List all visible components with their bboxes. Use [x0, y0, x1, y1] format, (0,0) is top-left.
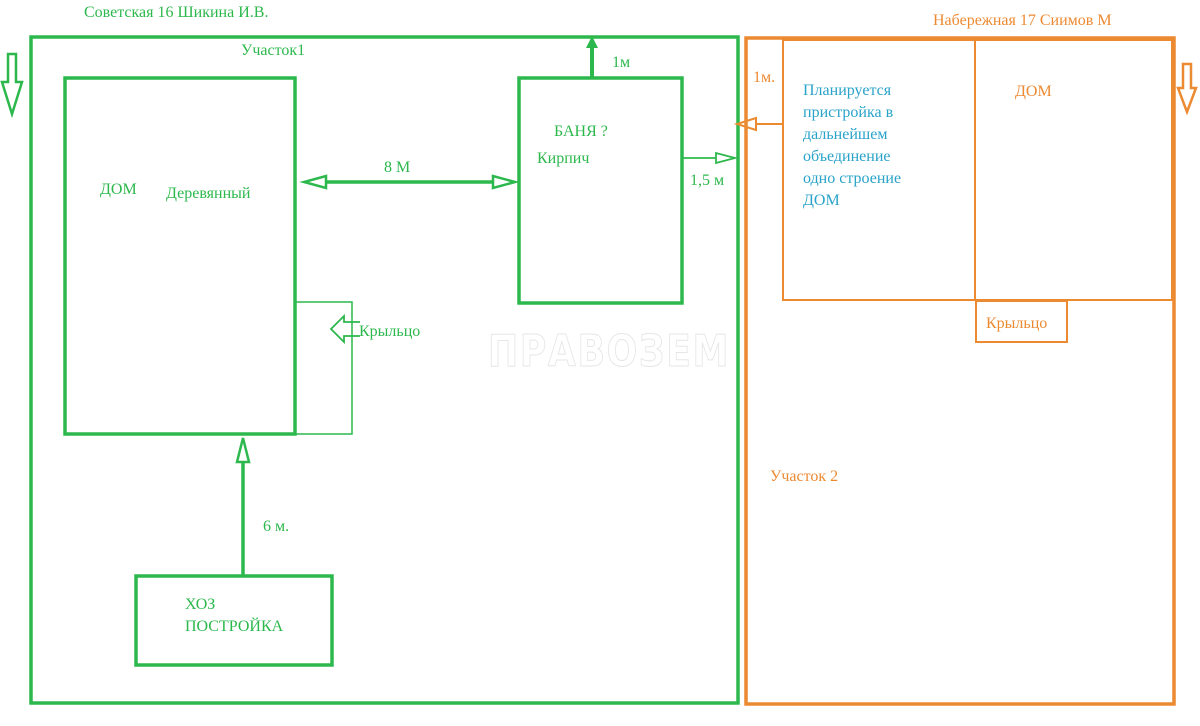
- dimension-outbuilding-house: [235, 437, 251, 576]
- note-line: ДОМ: [803, 192, 840, 209]
- plot1-house: [63, 76, 297, 436]
- plot1-house-label: ДОМ: [100, 181, 137, 198]
- plot1-border: [29, 35, 740, 705]
- outbuilding-label-line2: ПОСТРОЙКА: [185, 618, 284, 635]
- plot1-bath-material: Кирпич: [537, 150, 590, 167]
- porch-arrow: [329, 313, 360, 345]
- plot1-bath-label: БАНЯ ?: [554, 123, 608, 140]
- dim-house-bath-label: 8 М: [384, 159, 411, 176]
- plot2-porch-label: Крыльцо: [986, 315, 1048, 332]
- down-arrow-right: [1176, 62, 1198, 116]
- plot2-name: Участок 2: [770, 468, 839, 485]
- watermark: ПРАВОЗЕМ: [488, 326, 731, 378]
- dim-outbuilding-house-label: 6 м.: [263, 518, 290, 535]
- dimension-plot2-gap: [733, 116, 783, 132]
- plot1-house-material: Деревянный: [166, 185, 251, 202]
- plot2-porch: [975, 300, 1068, 343]
- dim-bath-north-label: 1м: [612, 54, 631, 71]
- plot1-porch: [295, 301, 353, 435]
- plot2-extension: [782, 39, 976, 301]
- dim-bath-border-label: 1,5 м: [690, 172, 725, 189]
- dimension-bath-border: [682, 151, 739, 165]
- plot2-owner: Набережная 17 Сиимов М: [933, 12, 1112, 29]
- note-line: Планируется: [803, 82, 892, 99]
- plot2-border: [744, 36, 1176, 706]
- note-line: объединение: [803, 148, 891, 165]
- note-line: дальнейшем: [803, 126, 888, 143]
- plot1-outbuilding: [134, 574, 334, 667]
- note-line: пристройка в: [803, 104, 894, 121]
- dimension-house-bath: [299, 174, 520, 190]
- outbuilding-label-line1: ХОЗ: [185, 596, 216, 613]
- plot2-extension-note: Планируется пристройка в дальнейшем объе…: [803, 80, 933, 212]
- plot1-bath: [517, 76, 684, 305]
- down-arrow-left: [0, 52, 24, 119]
- plot2-house-label: ДОМ: [1015, 83, 1052, 100]
- plot1-owner: Советская 16 Шикина И.В.: [84, 4, 269, 21]
- plot2-house: [974, 39, 1173, 301]
- plot2-gap-label: 1м.: [753, 69, 776, 86]
- dimension-bath-north: [586, 36, 598, 78]
- plot1-name: Участок1: [241, 42, 306, 59]
- note-line: одно строение: [803, 170, 902, 187]
- plot1-porch-label: Крыльцо: [359, 323, 421, 340]
